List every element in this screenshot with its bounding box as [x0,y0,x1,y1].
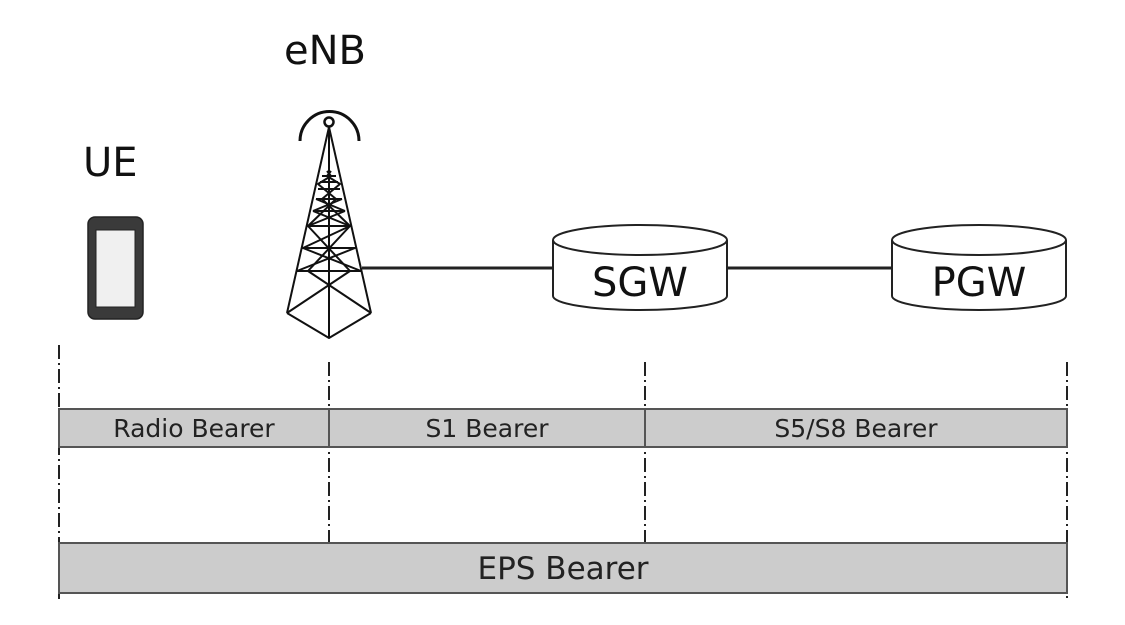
enb-label: eNB [284,28,366,74]
pgw-label: PGW [932,260,1027,306]
eps-bearer: EPS Bearer [58,542,1068,594]
bearer-row: Radio Bearer S1 Bearer S5/S8 Bearer [58,408,1068,448]
radio-bearer-label: Radio Bearer [113,414,275,443]
cell-tower-icon [286,110,372,339]
sgw-cylinder-icon [552,224,728,311]
s1-bearer-bar [328,408,646,448]
ue-label: UE [83,140,138,186]
pgw-cylinder-icon [891,224,1067,311]
eps-bearer-label: EPS Bearer [477,551,648,587]
s5s8-bearer-label: S5/S8 Bearer [774,414,938,443]
s5s8-bearer-bar [644,408,1068,448]
s1-bearer-label: S1 Bearer [426,414,550,443]
smartphone-icon [87,216,144,320]
eps-bearer-bar [58,542,1068,594]
sgw-label: SGW [592,260,688,306]
radio-bearer-bar [58,408,330,448]
